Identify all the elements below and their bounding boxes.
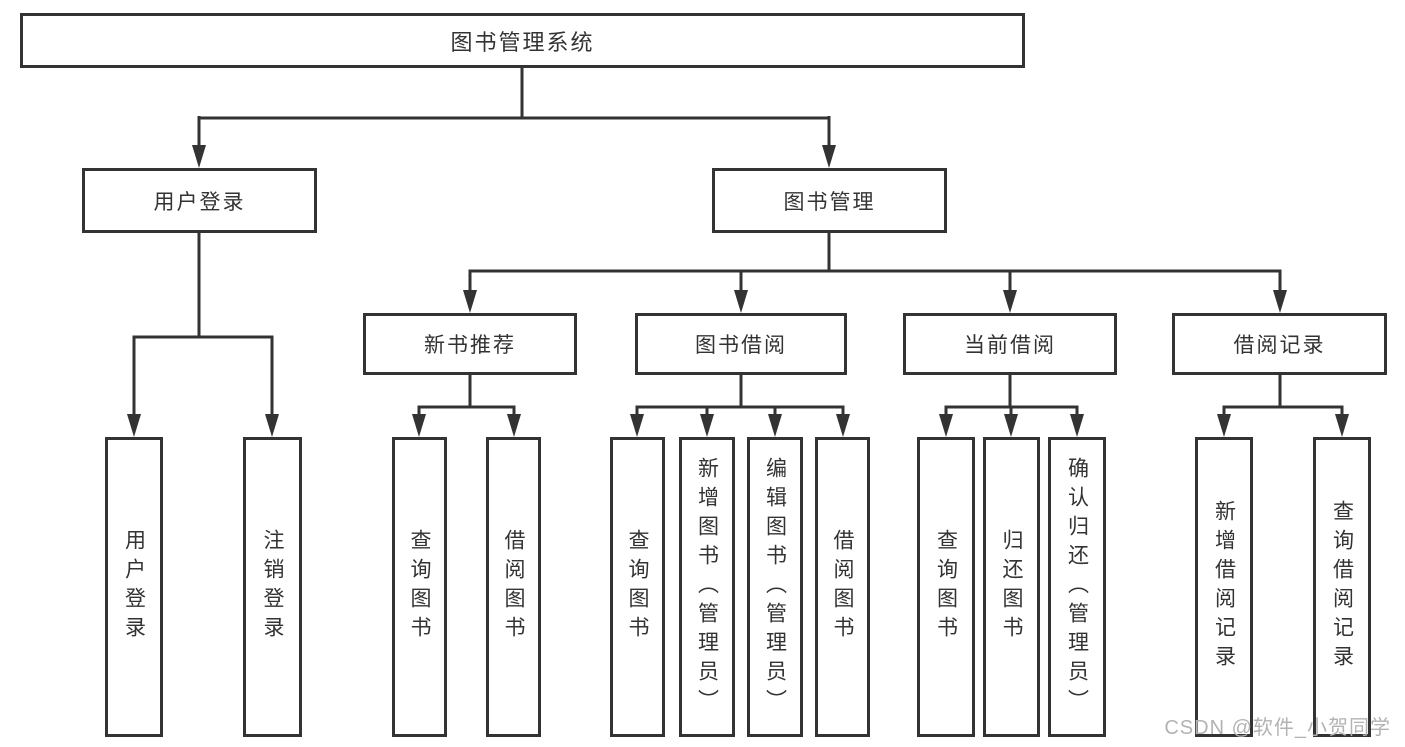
leaf-cb-query-books-label: 查询图书 [934, 529, 958, 645]
leaf-cb-query-books: 查询图书 [917, 437, 975, 737]
leaf-bb-borrow-books-label: 借阅图书 [831, 529, 854, 645]
leaf-br-query-record: 查询借阅记录 [1313, 437, 1371, 737]
leaf-br-query-record-label: 查询借阅记录 [1330, 500, 1354, 674]
node-current-borrow: 当前借阅 [903, 313, 1117, 375]
connector-book-borrow-to-leaves [630, 375, 850, 437]
leaf-logout-label: 注销登录 [261, 529, 284, 645]
node-book-mgmt-label: 图书管理 [783, 190, 876, 214]
connector-root-to-level2 [192, 68, 836, 168]
leaf-cb-return-books: 归还图书 [983, 437, 1040, 737]
node-current-borrow-label: 当前借阅 [964, 334, 1056, 357]
leaf-br-add-record-label: 新增借阅记录 [1212, 500, 1236, 674]
connector-borrow-record-to-leaves [1217, 375, 1349, 437]
node-new-book-rec: 新书推荐 [363, 313, 577, 375]
node-user-login: 用户登录 [82, 168, 317, 233]
leaf-br-add-record: 新增借阅记录 [1195, 437, 1253, 737]
leaf-rec-borrow-books-label: 借阅图书 [502, 529, 525, 645]
leaf-cb-confirm-return-admin-label: 确认归还（管理员） [1065, 456, 1089, 718]
csdn-watermark: CSDN @软件_小贺同学 [1164, 717, 1391, 739]
node-book-mgmt: 图书管理 [712, 168, 947, 233]
leaf-bb-query-books-label: 查询图书 [626, 529, 649, 645]
leaf-bb-query-books: 查询图书 [610, 437, 665, 737]
leaf-logout: 注销登录 [243, 437, 302, 737]
node-book-borrow-label: 图书借阅 [695, 334, 787, 357]
leaf-rec-borrow-books: 借阅图书 [486, 437, 541, 737]
leaf-bb-edit-books-admin-label: 编辑图书（管理员） [763, 456, 787, 718]
node-root-label: 图书管理系统 [450, 29, 595, 55]
node-book-borrow: 图书借阅 [635, 313, 847, 375]
leaf-cb-confirm-return-admin: 确认归还（管理员） [1048, 437, 1106, 737]
leaf-rec-query-books: 查询图书 [392, 437, 447, 737]
node-root: 图书管理系统 [20, 13, 1025, 68]
leaf-cb-return-books-label: 归还图书 [1000, 529, 1023, 645]
node-new-book-rec-label: 新书推荐 [424, 334, 516, 357]
node-user-login-label: 用户登录 [153, 190, 246, 214]
leaf-rec-query-books-label: 查询图书 [408, 529, 431, 645]
leaf-bb-add-books-admin: 新增图书（管理员） [679, 437, 735, 737]
node-borrow-record: 借阅记录 [1172, 313, 1387, 375]
connector-user-login-to-leaves [127, 233, 279, 437]
connector-new-book-rec-to-leaves [412, 375, 521, 437]
leaf-user-login-label: 用户登录 [122, 529, 146, 645]
leaf-bb-edit-books-admin: 编辑图书（管理员） [747, 437, 803, 737]
leaf-user-login: 用户登录 [105, 437, 163, 737]
node-borrow-record-label: 借阅记录 [1233, 334, 1326, 357]
connector-book-mgmt-to-level3 [463, 233, 1287, 313]
connector-current-borrow-to-leaves [939, 375, 1084, 437]
leaf-bb-add-books-admin-label: 新增图书（管理员） [695, 456, 719, 718]
leaf-bb-borrow-books: 借阅图书 [815, 437, 870, 737]
